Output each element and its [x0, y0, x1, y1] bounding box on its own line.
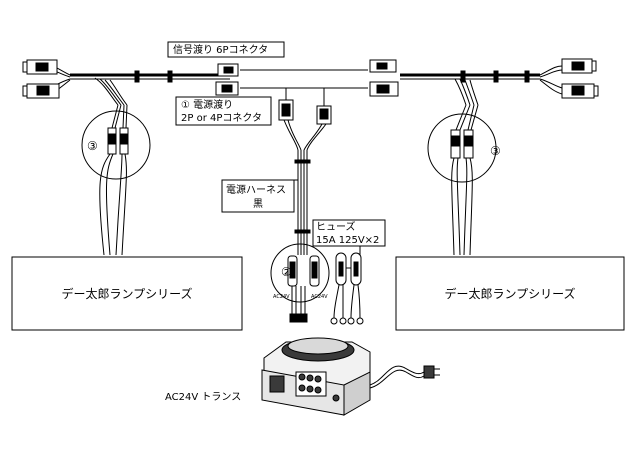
power-harness-label-1: 電源ハーネス — [226, 183, 286, 196]
left-top-harness — [49, 65, 230, 106]
tiny-label-right: AC24V — [311, 294, 328, 300]
fuse-assembly — [330, 244, 364, 325]
plug-icon — [369, 365, 440, 389]
power-connector-left — [278, 88, 294, 121]
left-clamp-circle — [81, 104, 151, 256]
marker-2: ② — [281, 265, 292, 279]
fuse-label-2: 15A 125V×2 — [316, 235, 379, 246]
lamp-left-label: デー太郎ランプシリーズ — [61, 286, 192, 301]
left-signal-connector-top — [22, 59, 58, 75]
lamp-box-left: デー太郎ランプシリーズ — [11, 256, 243, 331]
power-connector-right — [316, 88, 332, 125]
fuse-label-1: ヒューズ — [316, 220, 356, 233]
tiny-label-left: AC24V — [273, 294, 290, 300]
power-harness-callout: 電源ハーネス 黒 — [221, 179, 298, 213]
right-signal-connector-bottom — [561, 83, 599, 99]
power-connector-callout: ① 電源渡り 2P or 4Pコネクタ — [175, 96, 272, 126]
power-connector-label-1: ① 電源渡り — [181, 98, 233, 111]
center-clamp-circle — [270, 243, 330, 323]
transformer-icon — [261, 337, 371, 416]
marker-3-left: ③ — [87, 139, 98, 153]
signal-connector-label: 信号渡り 6Pコネクタ — [173, 43, 268, 56]
power-connector-label-2: 2P or 4Pコネクタ — [181, 112, 262, 124]
power-harness-label-2: 黒 — [253, 198, 263, 210]
right-clamp-circle — [427, 104, 497, 256]
lamp-box-right: デー太郎ランプシリーズ — [395, 256, 625, 331]
center-signal-connector-right — [369, 59, 399, 97]
marker-3-right: ③ — [490, 144, 501, 158]
signal-connector-callout: 信号渡り 6Pコネクタ — [167, 41, 285, 58]
center-signal-connector-left — [215, 63, 239, 96]
power-harness — [283, 119, 327, 255]
transformer-label: AC24V トランス — [165, 391, 241, 403]
right-top-harness — [400, 65, 563, 106]
lamp-right-label: デー太郎ランプシリーズ — [444, 286, 575, 301]
right-signal-connector-top — [561, 58, 597, 74]
left-signal-connector-bottom — [22, 83, 60, 99]
fuse-callout: ヒューズ 15A 125V×2 — [312, 219, 386, 247]
